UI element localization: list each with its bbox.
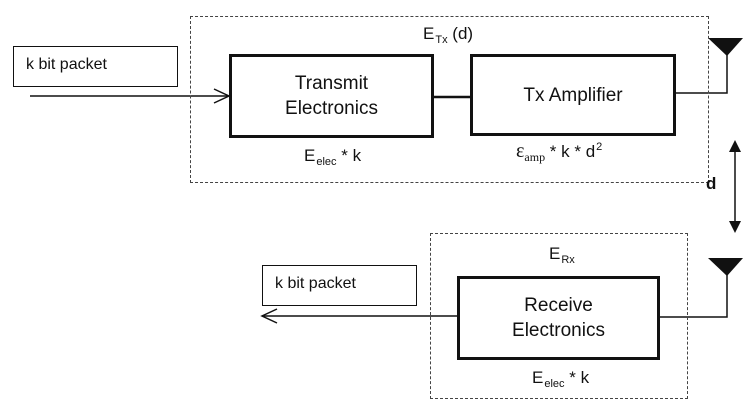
- distance-arrowhead-bottom: [729, 221, 741, 233]
- transmitter-boundary: [190, 16, 709, 183]
- transmit-electronics-block: Transmit Electronics: [229, 54, 434, 138]
- transmit-energy-label: ETx (d): [423, 24, 474, 46]
- transmit-energy-arg: (d): [447, 24, 474, 43]
- receive-electronics-line1: Receive: [524, 295, 593, 316]
- tx-amplifier-block: Tx Amplifier: [470, 54, 676, 136]
- receive-elec-cost-symbol: E: [532, 368, 544, 387]
- receive-electronics-line2: Electronics: [512, 320, 605, 341]
- amplifier-cost-exponent: 2: [596, 141, 603, 153]
- receive-elec-cost-suffix: * k: [564, 368, 590, 387]
- receive-elec-cost-subscript: elec: [544, 378, 565, 390]
- transmit-electronics-line1: Transmit: [294, 73, 369, 94]
- receive-energy-label: ERx: [549, 244, 575, 266]
- output-packet-label: k bit packet: [275, 275, 356, 292]
- output-packet-box: k bit packet: [262, 265, 417, 306]
- tx-amplifier-label: Tx Amplifier: [523, 84, 623, 106]
- receiver-boundary: [430, 233, 688, 399]
- receive-energy-subscript: Rx: [561, 254, 575, 266]
- transmit-elec-cost-subscript: elec: [316, 156, 337, 168]
- transmit-elec-cost-suffix: * k: [336, 146, 362, 165]
- transmit-elec-cost-label: Eelec * k: [304, 146, 362, 168]
- transmit-energy-symbol: E: [423, 24, 435, 43]
- amplifier-cost-symbol: ε: [516, 140, 525, 162]
- transmit-electronics-line2: Electronics: [285, 98, 378, 119]
- transmit-energy-subscript: Tx: [435, 34, 448, 46]
- amplifier-cost-subscript: amp: [524, 150, 546, 164]
- rx-antenna-wire: [659, 274, 728, 318]
- amplifier-cost-middle: * k * d: [545, 142, 596, 161]
- rx-antenna-icon: [708, 258, 743, 276]
- receive-electronics-block: Receive Electronics: [457, 276, 660, 360]
- distance-arrowhead-top: [729, 140, 741, 152]
- output-arrowhead: [260, 308, 278, 324]
- tx-antenna-wire: [675, 52, 728, 94]
- receive-elec-cost-label: Eelec * k: [532, 368, 590, 390]
- receive-energy-symbol: E: [549, 244, 561, 263]
- amplifier-cost-label: εamp * k * d2: [516, 140, 603, 164]
- input-packet-label: k bit packet: [26, 56, 107, 73]
- distance-label: d: [706, 174, 717, 193]
- input-packet-box: k bit packet: [13, 46, 178, 87]
- tx-antenna-icon: [708, 38, 743, 56]
- transmit-elec-cost-symbol: E: [304, 146, 316, 165]
